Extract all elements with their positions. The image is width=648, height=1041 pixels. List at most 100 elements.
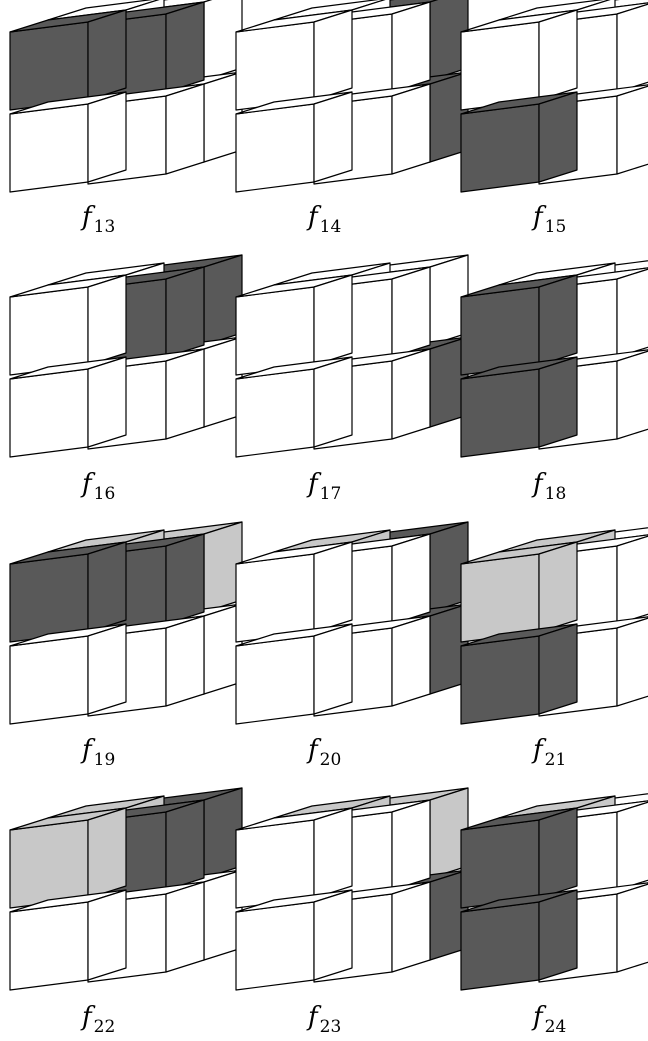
cube-front-top-left xyxy=(235,807,353,909)
cube-front-bottom-left xyxy=(460,623,578,725)
cube-front-top-left xyxy=(460,807,578,909)
cube-front-top-left xyxy=(9,9,127,111)
cube-right-face xyxy=(391,615,431,707)
cube-front-top-left xyxy=(460,274,578,376)
panel-label-subscript: 18 xyxy=(545,484,567,504)
cube-right-face xyxy=(87,91,127,183)
cube-right-face xyxy=(165,266,205,358)
panel-label-subscript: 21 xyxy=(545,750,567,770)
cube-front-face xyxy=(9,21,89,111)
cube-front-face xyxy=(9,635,89,725)
cube-front-bottom-left xyxy=(235,623,353,725)
cube-front-face xyxy=(460,635,540,725)
cube-front-face xyxy=(460,368,540,458)
cube-front-face xyxy=(235,286,315,376)
cube-right-face xyxy=(87,807,127,899)
cube-right-face xyxy=(616,268,648,358)
cube-right-face xyxy=(538,807,578,899)
cube-right-face xyxy=(165,881,205,973)
cube-right-face xyxy=(616,85,648,175)
cube-front-bottom-left xyxy=(460,356,578,458)
cube-front-face xyxy=(9,819,89,909)
panel-label-subscript: 22 xyxy=(94,1017,116,1037)
cube-front-bottom-left xyxy=(9,623,127,725)
cube-right-face xyxy=(616,3,648,93)
cube-right-face xyxy=(616,801,648,891)
cube-front-top-left xyxy=(235,274,353,376)
cube-front-bottom-left xyxy=(235,91,353,193)
cube-right-face xyxy=(87,623,127,715)
cube-front-bottom-left xyxy=(9,356,127,458)
cube-front-face xyxy=(235,103,315,193)
cube-right-face xyxy=(391,1,431,93)
cube-right-face xyxy=(87,9,127,101)
cube-front-bottom-left xyxy=(9,91,127,193)
cube-front-face xyxy=(460,103,540,193)
cube-right-face xyxy=(538,91,578,183)
cube-front-top-left xyxy=(235,9,353,111)
cube-front-face xyxy=(235,368,315,458)
panel-label-subscript: 20 xyxy=(320,750,342,770)
panel-label-subscript: 15 xyxy=(545,217,567,237)
cube-front-face xyxy=(9,286,89,376)
cube-front-bottom-left xyxy=(235,356,353,458)
panel-label-subscript: 17 xyxy=(320,484,342,504)
cube-right-face xyxy=(87,889,127,981)
cube-front-top-left xyxy=(460,541,578,643)
cube-right-face xyxy=(313,807,353,899)
cube-right-face xyxy=(391,266,431,358)
cube-front-bottom-left xyxy=(460,889,578,991)
cube-right-face xyxy=(616,883,648,973)
cube-right-face xyxy=(313,91,353,183)
panel-label-subscript: 14 xyxy=(320,217,342,237)
cube-front-top-left xyxy=(460,9,578,111)
cube-right-face xyxy=(391,533,431,625)
cube-right-face xyxy=(391,881,431,973)
cube-front-face xyxy=(9,368,89,458)
cube-front-face xyxy=(9,901,89,991)
cube-right-face xyxy=(165,615,205,707)
cube-right-face xyxy=(616,535,648,625)
cube-right-face xyxy=(313,274,353,366)
cube-right-face xyxy=(87,356,127,448)
cube-right-face xyxy=(313,541,353,633)
cube-right-face xyxy=(616,617,648,707)
cube-front-face xyxy=(235,635,315,725)
cube-front-top-left xyxy=(9,807,127,909)
cube-right-face xyxy=(538,541,578,633)
cube-front-face xyxy=(235,819,315,909)
cube-front-top-left xyxy=(9,541,127,643)
cube-front-face xyxy=(235,901,315,991)
cube-front-face xyxy=(9,103,89,193)
panel-label-subscript: 24 xyxy=(545,1017,567,1037)
cube-front-top-left xyxy=(235,541,353,643)
cube-right-face xyxy=(87,541,127,633)
cube-front-face xyxy=(460,553,540,643)
cube-front-face xyxy=(460,901,540,991)
cube-right-face xyxy=(391,348,431,440)
cube-right-face xyxy=(538,274,578,366)
cube-front-face xyxy=(460,21,540,111)
cube-front-face xyxy=(460,286,540,376)
cube-right-face xyxy=(616,350,648,440)
cube-right-face xyxy=(538,9,578,101)
cube-right-face xyxy=(313,889,353,981)
cube-right-face xyxy=(313,356,353,448)
panel-label-subscript: 13 xyxy=(94,217,116,237)
